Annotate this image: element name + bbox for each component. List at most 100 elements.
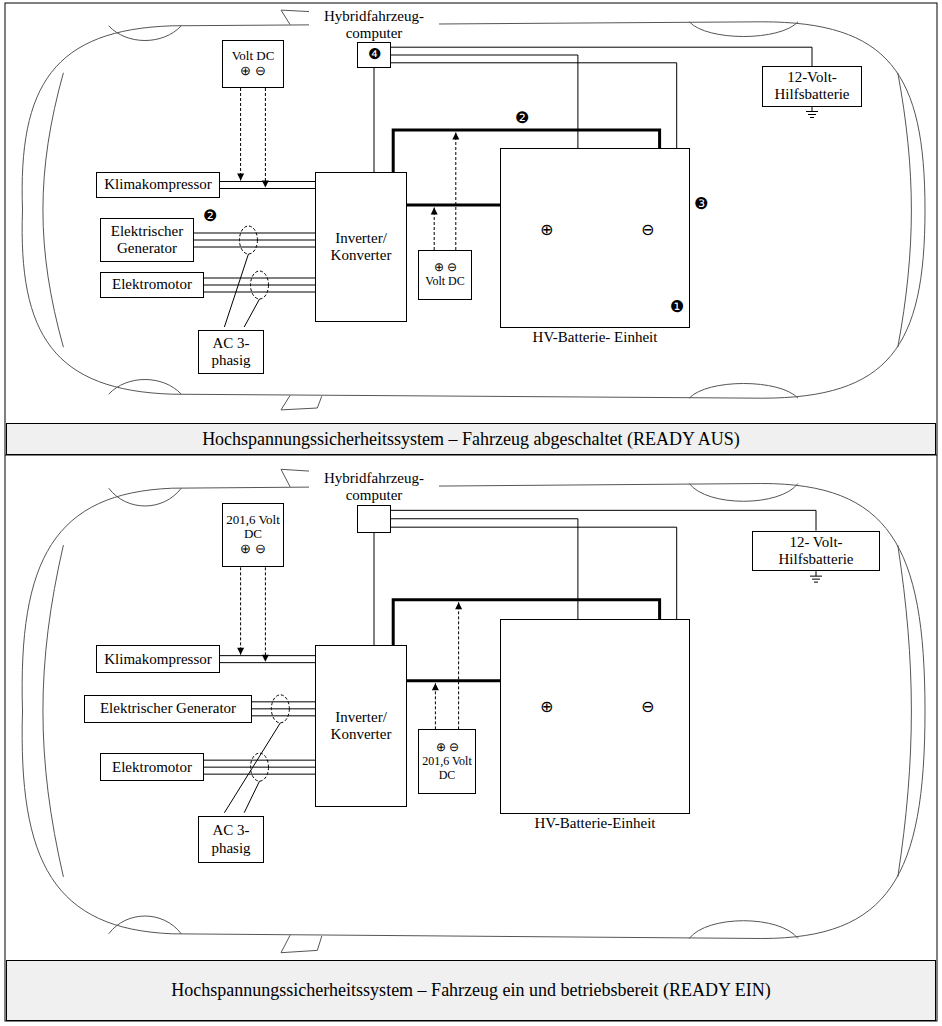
caption-band: Hochspannungssicherheitssystem – Fahrzeu…	[6, 960, 936, 1021]
wire	[252, 701, 315, 702]
controller-box: Hybridfahrzeug- computer	[357, 505, 391, 533]
wire	[240, 567, 241, 654]
arrow-head	[262, 181, 269, 188]
wire	[812, 107, 813, 112]
car-line	[689, 384, 798, 399]
arrow-head	[431, 208, 438, 215]
wire-connector	[204, 760, 315, 774]
car-line	[109, 488, 182, 506]
component-box: Elektromotor	[100, 753, 204, 781]
inverter-box: Inverter/ Konverter	[315, 645, 407, 807]
wire	[194, 247, 315, 248]
node-text: ⊕ ⊖	[226, 542, 280, 557]
node-text: ⊕ ⊖	[422, 741, 472, 755]
panel-frame	[5, 3, 937, 1021]
callout-number: ⊕	[540, 222, 553, 238]
node-text: Elektrischer Generator	[88, 700, 248, 717]
wire	[224, 254, 248, 327]
wire	[810, 117, 814, 118]
component-box: Klimakompressor	[96, 645, 220, 673]
wire	[194, 240, 315, 241]
node-text: Volt DC	[422, 275, 468, 289]
callout-number: ❸	[694, 196, 708, 212]
arrow-head	[455, 602, 462, 609]
wire	[391, 527, 677, 619]
node-text: Elektromotor	[104, 276, 200, 293]
car-line	[22, 484, 925, 939]
wire	[265, 88, 266, 188]
node-text: ❹	[361, 46, 387, 63]
node-text: Klimakompressor	[100, 176, 216, 193]
wire	[391, 510, 816, 530]
wire	[204, 292, 315, 293]
wire	[407, 204, 500, 207]
wire-connector	[374, 533, 375, 645]
node-text: 201,6 Volt DC	[226, 513, 280, 543]
wire	[814, 582, 818, 583]
voltmeter: Volt DC⊕ ⊖	[222, 40, 284, 88]
node-text: Volt DC	[226, 49, 280, 64]
wire	[204, 760, 315, 761]
node-text: Hochspannungssicherheitssystem – Fahrzeu…	[10, 980, 932, 1001]
wire	[220, 188, 315, 189]
wire	[810, 576, 822, 577]
node-heading: Hybridfahrzeug- computer	[309, 8, 439, 43]
wire	[244, 781, 259, 813]
wire-connector	[204, 278, 315, 292]
node-text: Inverter/ Konverter	[319, 709, 403, 744]
wire-connector	[220, 182, 315, 189]
battery-box: 12-Volt- Hilfsbatterie	[762, 66, 862, 107]
node-text: AC 3-phasig	[202, 335, 260, 370]
car-line	[689, 484, 798, 502]
callout-number: ❷	[203, 208, 217, 224]
phase-ellipse	[251, 753, 269, 781]
voltmeter: ⊕ ⊖Volt DC	[418, 250, 472, 300]
car-line	[689, 921, 798, 939]
wire	[374, 68, 375, 172]
car-line	[43, 545, 63, 877]
wire	[220, 662, 315, 663]
node-text: Klimakompressor	[100, 651, 216, 668]
node-text: 12- Volt-Hilfsbatterie	[756, 534, 876, 569]
battery-unit: HV-Batterie-Einheit	[500, 619, 690, 813]
car-line	[22, 22, 925, 398]
wire-connector	[391, 47, 812, 66]
wire-connector	[407, 205, 500, 206]
node-text: Inverter/ Konverter	[319, 230, 403, 265]
wire	[812, 579, 820, 580]
wire	[204, 278, 315, 279]
car-line	[898, 73, 912, 347]
hv-internals	[224, 567, 822, 812]
wire-connector	[391, 527, 677, 619]
wire	[391, 47, 812, 66]
wire	[816, 571, 817, 576]
wire	[407, 679, 500, 682]
inverter-box: Inverter/ Konverter	[315, 172, 407, 322]
wire	[204, 285, 315, 286]
wire	[391, 519, 578, 619]
phase-ellipse	[271, 695, 289, 723]
battery-box: 12- Volt-Hilfsbatterie	[752, 531, 880, 572]
node-heading: Hybridfahrzeug- computer	[309, 470, 439, 505]
callout-number: ❶	[670, 299, 684, 315]
wire	[265, 567, 266, 661]
wire	[240, 88, 241, 181]
node-text: Elektromotor	[104, 759, 200, 776]
wire-connector	[391, 510, 816, 530]
callout-number: ❷	[515, 110, 529, 126]
car-line	[898, 545, 912, 877]
wire	[224, 723, 280, 813]
callout-number: ⊖	[641, 699, 654, 715]
wire	[391, 63, 677, 148]
node-text: Elektrischer Generator	[104, 223, 190, 258]
wire	[374, 533, 375, 645]
controller-box: Hybridfahrzeug- computer❹	[357, 42, 391, 68]
hv-internals	[224, 88, 818, 327]
wire-connector	[391, 519, 578, 619]
wire	[391, 55, 578, 148]
wire-connector	[391, 63, 677, 148]
node-text: ⊕ ⊖	[226, 64, 280, 79]
voltmeter: ⊕ ⊖201,6 Volt DC	[418, 729, 476, 794]
node-text: 12-Volt- Hilfsbatterie	[766, 69, 858, 104]
